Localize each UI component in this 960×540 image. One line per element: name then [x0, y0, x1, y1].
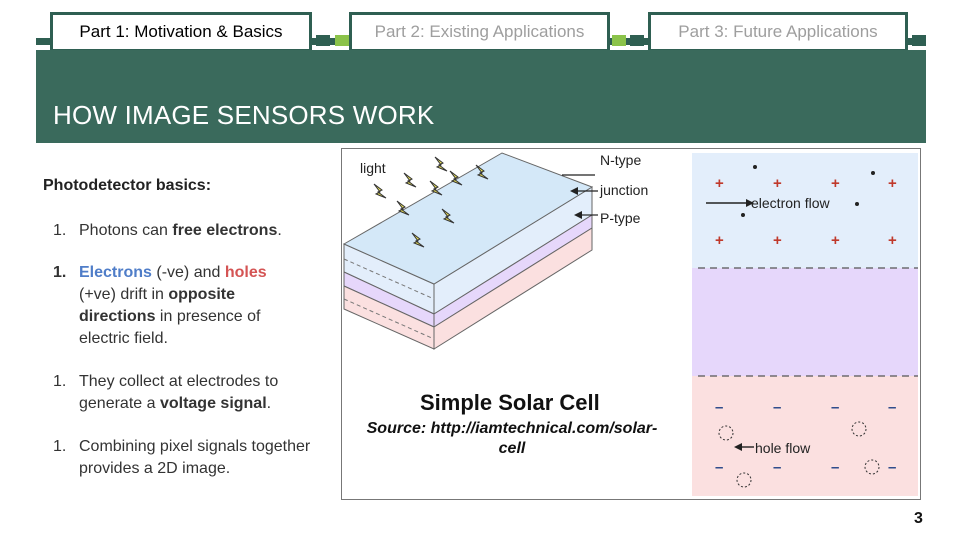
section-heading: Photodetector basics:: [43, 177, 212, 194]
light-label: light: [360, 160, 386, 176]
tab-separator-accent: [335, 35, 349, 46]
depletion-region: [692, 268, 918, 376]
p-region: [692, 376, 918, 496]
minus-sign: –: [715, 399, 723, 416]
item-text: in presence of electric field.: [79, 308, 261, 347]
arrowhead-icon: [570, 187, 578, 195]
plus-sign: +: [888, 232, 897, 249]
item-text: Photons can: [79, 222, 173, 239]
tab-separator: [912, 35, 926, 46]
n-type-label: N-type: [600, 152, 641, 168]
plus-sign: +: [773, 232, 782, 249]
photon-icon: [441, 208, 455, 224]
title-band: [36, 50, 926, 143]
item-text: .: [277, 222, 282, 239]
list-number: 1.: [53, 438, 67, 455]
hole-circle: [736, 472, 752, 488]
list-number: 1.: [53, 264, 67, 281]
n-region: [692, 153, 918, 268]
junction-label: junction: [599, 182, 648, 198]
plus-sign: +: [831, 232, 840, 249]
plus-sign: +: [831, 175, 840, 192]
list-item-3: 1. They collect at electrodes to generat…: [53, 371, 343, 415]
electron-dot: [855, 202, 859, 206]
item-emphasis: free electrons: [172, 222, 278, 239]
minus-sign: –: [831, 459, 839, 476]
hole-circle: [718, 425, 734, 441]
list-item-2: 1. Electrons (-ve) and holes (+ve) drift…: [53, 262, 303, 350]
item-text: (+ve) drift in: [79, 286, 169, 303]
figure-source: Source: http://iamtechnical.com/solar-ce…: [366, 420, 658, 457]
p-type-label: P-type: [600, 210, 641, 226]
photon-icon: [411, 232, 425, 248]
plus-sign: +: [773, 175, 782, 192]
list-number: 1.: [53, 373, 67, 390]
photon-icon: [429, 180, 443, 196]
hole-circle: [851, 421, 867, 437]
slab-layer-dash: [343, 258, 435, 300]
minus-sign: –: [715, 459, 723, 476]
electron-dot: [753, 165, 757, 169]
item-text: (-ve) and: [151, 264, 225, 281]
slab-top-face: [342, 152, 594, 285]
photon-icon: [373, 183, 387, 199]
arrowhead-icon: [746, 199, 754, 207]
plus-sign: +: [715, 175, 724, 192]
list-number: 1.: [53, 222, 67, 239]
photon-icon: [403, 172, 417, 188]
figure-caption: Simple Solar Cell: [420, 390, 600, 415]
tab-separator: [316, 35, 330, 46]
tab-part-3[interactable]: Part 3: Future Applications: [648, 12, 908, 52]
photon-icon: [434, 156, 448, 172]
item-text: They collect at electrodes to generate a: [79, 373, 279, 412]
photon-icon: [475, 164, 489, 180]
minus-sign: –: [773, 459, 781, 476]
slab-front-p: [433, 227, 593, 350]
tab-separator-accent: [612, 35, 626, 46]
item-emphasis: voltage signal: [159, 395, 267, 412]
item-emphasis: opposite directions: [79, 286, 236, 325]
slab-layer-dash: [343, 298, 435, 340]
page-number: 3: [914, 510, 923, 527]
solar-cell-illustration: + + + + + + + + electron flow – – – – – …: [342, 152, 918, 496]
list-item-1: 1. Photons can free electrons.: [53, 220, 353, 242]
arrowhead-icon: [734, 443, 742, 451]
list-item-4: 1. Combining pixel signals together prov…: [53, 436, 343, 480]
photon-icon: [449, 170, 463, 186]
page-title: HOW IMAGE SENSORS WORK: [53, 100, 435, 130]
plus-sign: +: [888, 175, 897, 192]
minus-sign: –: [773, 399, 781, 416]
minus-sign: –: [888, 459, 896, 476]
electron-dot: [871, 171, 875, 175]
arrowhead-icon: [574, 211, 582, 219]
item-text: Combining pixel signals together provide…: [79, 438, 311, 477]
minus-sign: –: [888, 399, 896, 416]
electrons-text: Electrons: [79, 264, 152, 281]
tab-part-2[interactable]: Part 2: Existing Applications: [349, 12, 610, 52]
hole-flow-label: hole flow: [755, 440, 811, 456]
item-text: .: [266, 395, 272, 412]
electron-flow-label: electron flow: [751, 195, 830, 211]
plus-sign: +: [715, 232, 724, 249]
holes-text: holes: [224, 264, 267, 281]
minus-sign: –: [831, 399, 839, 416]
electron-dot: [741, 213, 745, 217]
tab-part-1[interactable]: Part 1: Motivation & Basics: [50, 12, 312, 52]
hole-circle: [864, 459, 880, 475]
solar-cell-figure: + + + + + + + + electron flow – – – – – …: [341, 148, 921, 500]
photon-icon: [396, 200, 410, 216]
tab-separator: [630, 35, 644, 46]
